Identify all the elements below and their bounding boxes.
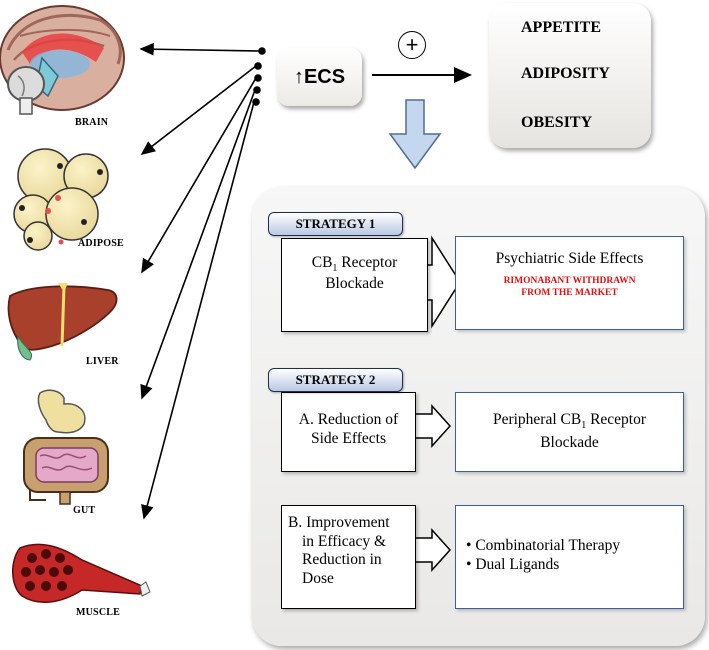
outcome-adiposity: ADIPOSITY — [521, 65, 610, 82]
rimonabant-warning-line1: RIMONABANT WITHDRAWN — [503, 276, 636, 287]
cb1-blockade-line2: Blockade — [325, 275, 384, 293]
ecs-box: ↑ECS — [277, 48, 362, 106]
liver-label: LIVER — [86, 356, 119, 367]
ecs-organ-arrows — [139, 42, 266, 520]
approaches-list: • Combinatorial Therapy • Dual Ligands — [466, 536, 683, 575]
plus-symbol: + — [398, 31, 426, 59]
adipose-label: ADIPOSE — [78, 238, 124, 249]
strategy2b-right-box: • Combinatorial Therapy • Dual Ligands — [455, 505, 684, 609]
brain-illustration — [0, 5, 125, 115]
strategy2a-block-arrow — [414, 404, 452, 448]
ecs-label: ↑ECS — [293, 65, 346, 88]
strategy2-tab: STRATEGY 2 — [268, 368, 403, 392]
gut-illustration — [23, 389, 109, 505]
strategy2a-right-box: Peripheral CB1 Receptor Blockade — [455, 392, 684, 472]
peripheral-cb1-line1: Peripheral CB1 Receptor — [492, 411, 647, 432]
b-line-1: B. Improvement — [288, 514, 390, 531]
peripheral-cb1-line2: Blockade — [540, 433, 599, 451]
list-item: • Dual Ligands — [466, 556, 560, 574]
strategy1-right-box: Psychiatric Side Effects RIMONABANT WITH… — [455, 236, 684, 330]
reduction-side-effects-line2: Side Effects — [310, 429, 387, 447]
brain-label: BRAIN — [75, 117, 109, 128]
liver-illustration — [7, 283, 118, 361]
muscle-illustration — [12, 543, 151, 603]
outcome-box: APPETITE ADIPOSITY OBESITY — [489, 3, 651, 148]
strategy1-tab: STRATEGY 1 — [268, 212, 403, 236]
muscle-label: MUSCLE — [76, 607, 120, 618]
b-line-4: Dose — [302, 569, 334, 587]
psychiatric-side-effects: Psychiatric Side Effects — [495, 250, 644, 267]
down-block-arrow — [388, 99, 442, 170]
reduction-side-effects-line1: A. Reduction of — [298, 411, 399, 428]
gut-label: GUT — [73, 505, 96, 516]
strategy2a-left-box: A. Reduction of Side Effects — [281, 392, 416, 472]
b-line-3: Reduction in — [302, 551, 382, 569]
strategy1-left-box: CB1 Receptor Blockade — [281, 238, 428, 332]
rimonabant-warning-line2: FROM THE MARKET — [521, 288, 618, 299]
strategy2b-block-arrow — [414, 528, 452, 572]
list-item: • Combinatorial Therapy — [466, 537, 621, 554]
strategy2b-left-box: B. Improvement in Efficacy & Reduction i… — [281, 505, 416, 609]
cb1-blockade-line1: CB1 Receptor — [311, 254, 398, 275]
outcome-appetite: APPETITE — [521, 19, 602, 36]
outcome-obesity: OBESITY — [521, 114, 593, 131]
improvement-efficacy-text: B. Improvement in Efficacy & Reduction i… — [288, 514, 415, 588]
b-line-2: in Efficacy & — [302, 532, 387, 550]
adipose-illustration — [13, 148, 109, 251]
